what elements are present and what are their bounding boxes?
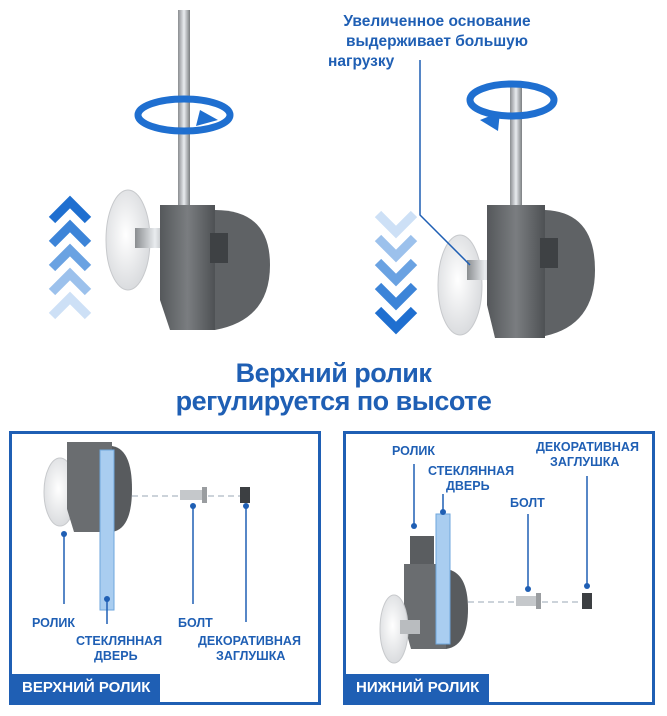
label-cap-line-2: ЗАГЛУШКА [216, 649, 286, 663]
up-chevrons-icon [48, 195, 92, 320]
panel-upper-roller: РОЛИК СТЕКЛЯННАЯ ДВЕРЬ БОЛТ ДЕКОРАТИВНАЯ… [9, 431, 321, 705]
callout-line: Увеличенное основание [343, 13, 531, 30]
top-illustration [48, 10, 595, 338]
label-glass-line-1: СТЕКЛЯННАЯ [428, 464, 515, 478]
callout-leader [419, 60, 471, 266]
label-bolt: БОЛТ [178, 616, 213, 630]
left-roller-image [105, 10, 270, 330]
rotate-arrow-icon [134, 95, 234, 135]
panel-lower-roller: РОЛИК СТЕКЛЯННАЯ ДВЕРЬ БОЛТ ДЕКОРАТИВНАЯ… [343, 431, 655, 705]
tag-lower-roller: НИЖНИЙ РОЛИК [346, 674, 490, 702]
callout-line: нагрузку [328, 53, 395, 70]
callout-line: выдерживает большую [345, 33, 529, 50]
down-chevrons-icon [374, 210, 418, 335]
label-roller: РОЛИК [32, 616, 75, 630]
label-cap-line-1: ДЕКОРАТИВНАЯ [198, 634, 301, 648]
label-glass-line-2: ДВЕРЬ [94, 649, 138, 663]
rotate-arrow-icon [466, 80, 558, 131]
headline-line-2: регулируется по высоте [175, 386, 492, 416]
label-glass-line-1: СТЕКЛЯННАЯ [76, 634, 163, 648]
label-bolt: БОЛТ [510, 496, 545, 510]
label-glass-line-2: ДВЕРЬ [446, 479, 490, 493]
label-cap-line-1: ДЕКОРАТИВНАЯ [536, 440, 639, 454]
right-roller-image [437, 85, 595, 338]
label-cap-line-2: ЗАГЛУШКА [550, 455, 620, 469]
callout-text: Увеличенное основание выдерживает большу… [322, 12, 552, 72]
upper-roller-diagram [43, 442, 250, 624]
label-roller: РОЛИК [392, 444, 435, 458]
tag-upper-roller: ВЕРХНИЙ РОЛИК [12, 674, 161, 702]
lower-roller-diagram [379, 464, 592, 664]
headline-line-1: Верхний ролик [235, 358, 432, 388]
